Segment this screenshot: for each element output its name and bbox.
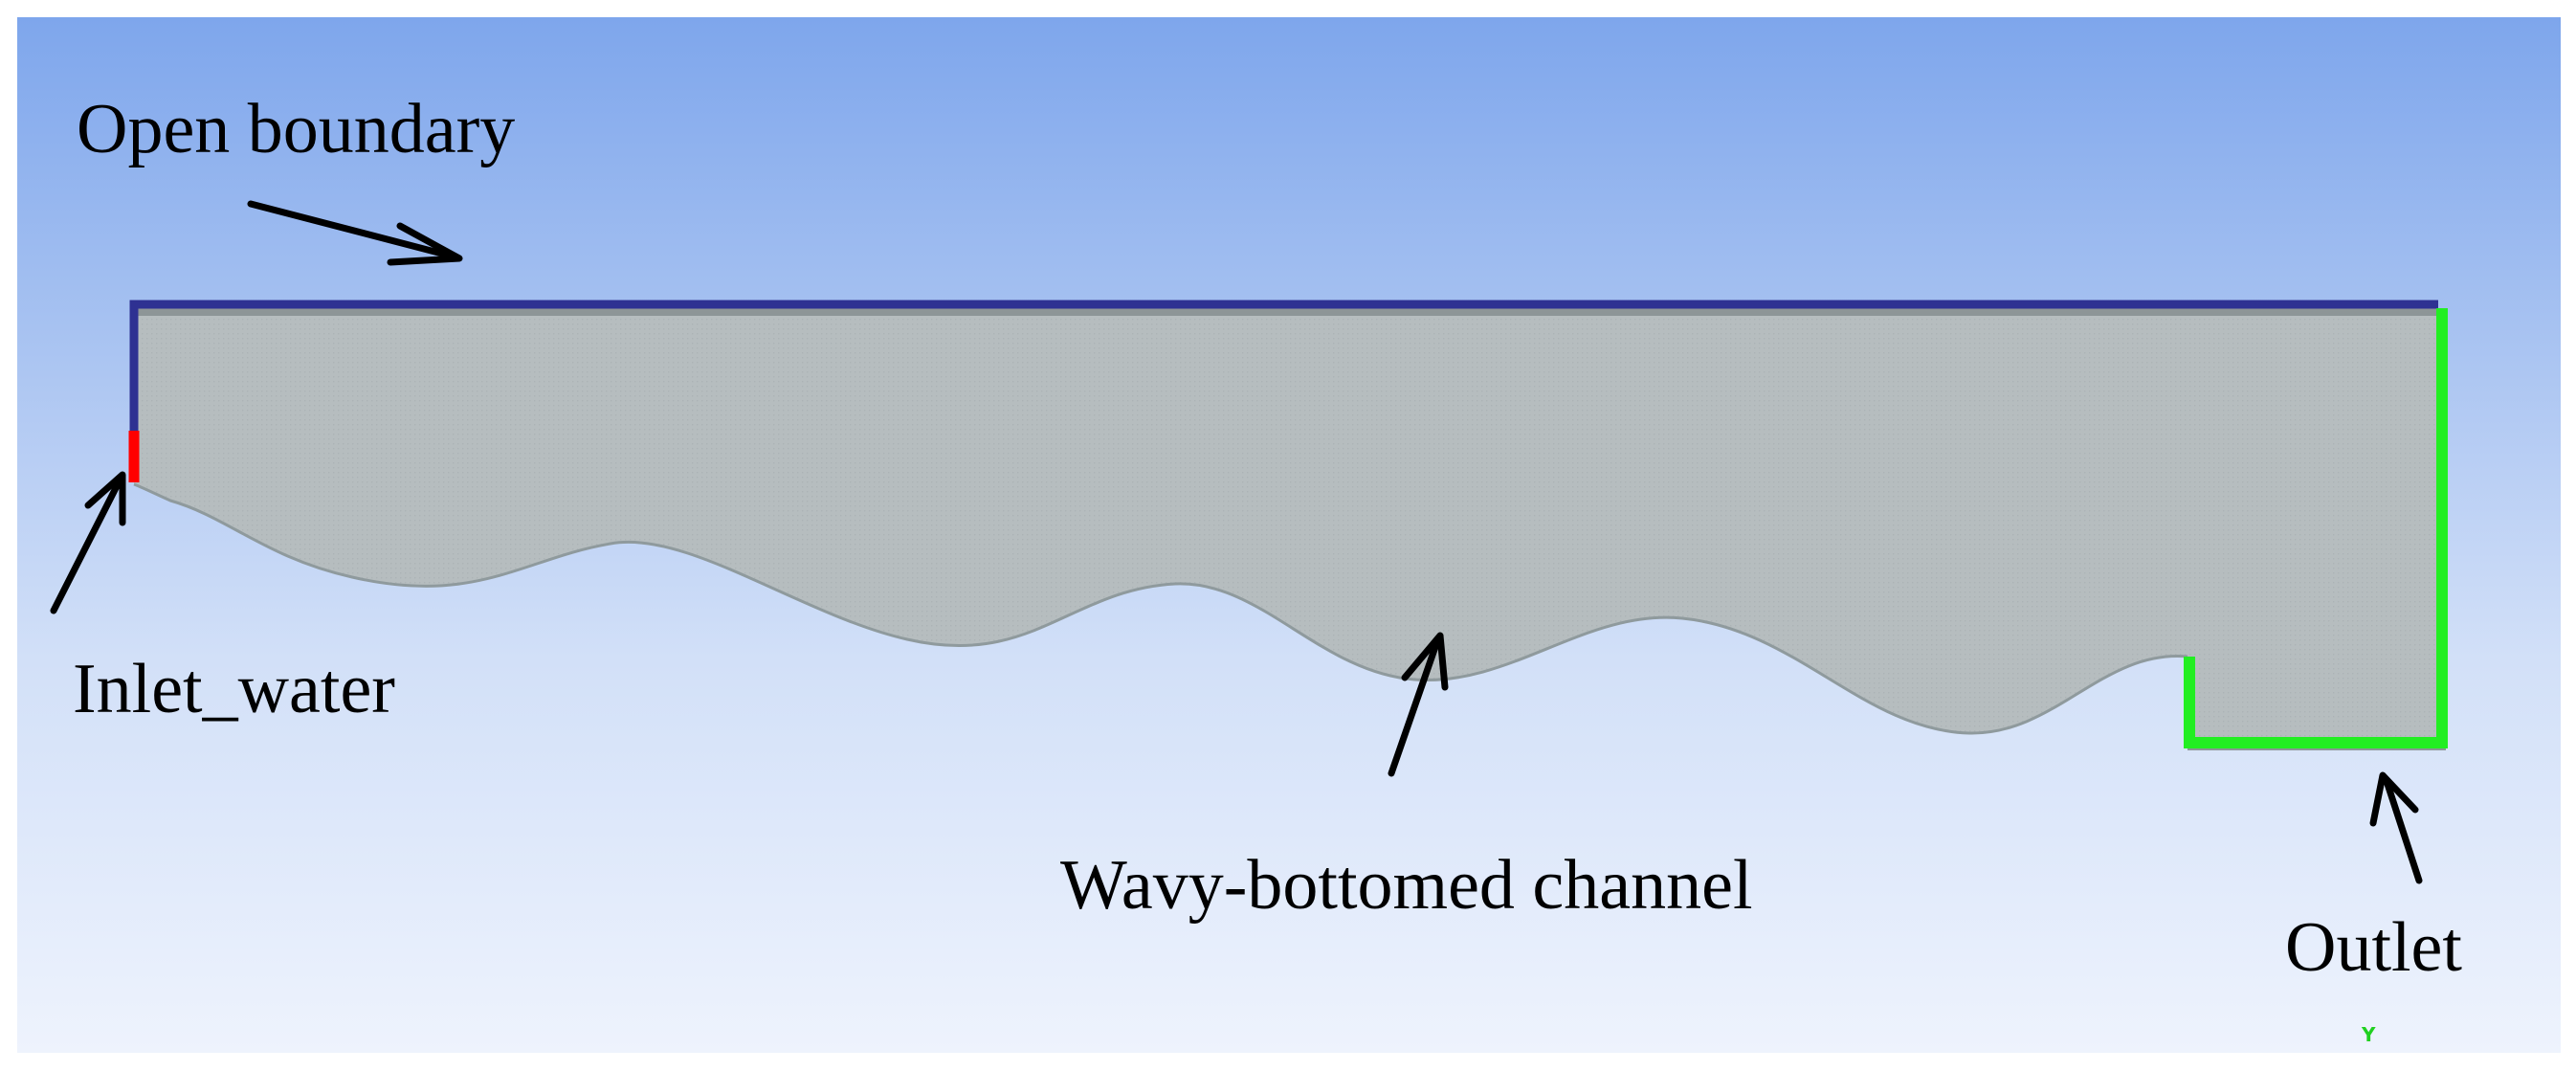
arrow-outlet [2369,771,2423,884]
arrow-icon [50,475,124,614]
arrow-channel [1388,632,1449,777]
arrow-head-icon [84,471,126,526]
arrow-head-icon [387,222,463,266]
wavy-channel-label: Wavy-bottomed channel [1060,846,1753,925]
arrow-inlet [50,471,126,614]
arrow-head-icon [1401,632,1449,691]
inlet-water-label: Inlet_water [73,650,395,728]
open-boundary-label: Open boundary [77,90,516,168]
arrow-open-boundary [247,200,463,266]
outlet-edge [2184,308,2448,748]
graphics-window[interactable]: Open boundary Inlet_water Wavy-bottomed … [17,17,2561,1053]
outlet-label: Outlet [2285,908,2462,987]
mesh-texture [134,304,2438,743]
open-boundary-edge [129,300,2438,450]
arrow-icon [1388,637,1441,777]
arrow-head-icon [2369,771,2419,827]
arrow-icon [2383,777,2423,884]
wavy-bottom-wall [133,482,2188,735]
channel-diagram [50,200,2448,884]
axis-triad-icon: Y [2362,1023,2376,1046]
arrow-icon [247,200,450,258]
